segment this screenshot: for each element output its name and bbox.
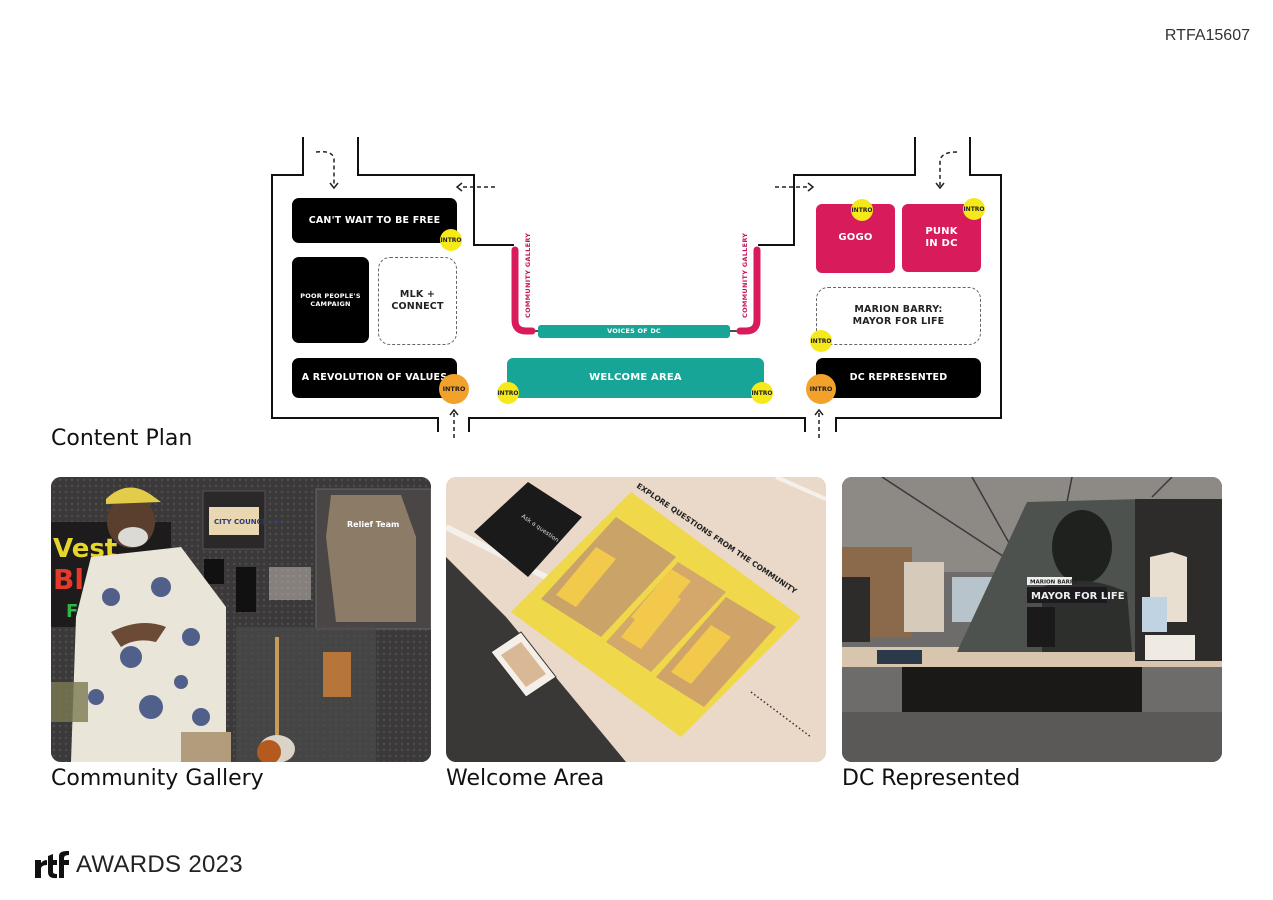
photo-dc-represented: MARION BARRY MAYOR FOR LIFE xyxy=(842,477,1222,762)
caption-dc-represented: DC Represented xyxy=(842,766,1021,791)
caption-welcome-area: Welcome Area xyxy=(446,766,605,791)
mayor-for-life-sign: MAYOR FOR LIFE xyxy=(1031,591,1125,602)
zone-cant-wait-to-be-free: CAN'T WAIT TO BE FREE xyxy=(292,198,457,243)
intro-badge-welcome-right: INTRO xyxy=(751,382,773,404)
floor-plan-walls xyxy=(271,137,1002,438)
wall-center-bottom xyxy=(468,417,806,432)
intro-badge-punk: INTRO xyxy=(963,198,985,220)
rtf-logo-icon xyxy=(35,851,69,879)
label-community-gallery-right: COMMUNITY GALLERY xyxy=(741,232,749,318)
welcome-area-image: Ask a question EXPLORE QUESTIONS FROM TH… xyxy=(446,477,826,762)
intro-badge-gogo: INTRO xyxy=(851,199,873,221)
wall-left xyxy=(271,137,439,432)
reference-code: RTFA15607 xyxy=(1164,27,1250,44)
wall-right-top xyxy=(758,137,916,246)
community-gallery-right-wall xyxy=(736,246,761,335)
wall-left-top xyxy=(357,137,514,246)
zone-poor-peoples-campaign: POOR PEOPLE'S CAMPAIGN xyxy=(292,257,369,343)
intro-badge-revolution: INTRO xyxy=(439,374,469,404)
flow-arrow-right-entry xyxy=(939,151,958,186)
intro-badge-dc-represented: INTRO xyxy=(806,374,836,404)
photo-welcome-area: Ask a question EXPLORE QUESTIONS FROM TH… xyxy=(446,477,826,762)
awards-label: AWARDS 2023 xyxy=(76,851,243,878)
zone-dc-represented: DC REPRESENTED xyxy=(816,358,981,398)
marion-barry-tag: MARION BARRY xyxy=(1030,580,1079,586)
plate-text: CITY COUNCIL 11 xyxy=(214,518,281,526)
zone-voices-of-dc: VOICES OF DC xyxy=(538,325,730,338)
content-plan-diagram: CAN'T WAIT TO BE FREE POOR PEOPLE'S CAMP… xyxy=(271,137,1002,438)
dc-represented-image: MARION BARRY MAYOR FOR LIFE xyxy=(842,477,1222,762)
intro-badge-cant-wait: INTRO xyxy=(440,229,462,251)
zone-welcome-area: WELCOME AREA xyxy=(507,358,764,398)
zone-marion-barry: MARION BARRY: MAYOR FOR LIFE xyxy=(816,287,981,345)
caption-community-gallery: Community Gallery xyxy=(51,766,264,791)
wall-right xyxy=(835,137,1002,432)
intro-badge-welcome-left: INTRO xyxy=(497,382,519,404)
content-plan-title: Content Plan xyxy=(51,426,193,451)
intro-badge-marion-barry: INTRO xyxy=(810,330,832,352)
flow-arrow-left-entry xyxy=(315,150,335,186)
photo-community-gallery: Vest Blac Fu CITY COUNCIL 11 Relief Team xyxy=(51,477,431,762)
community-gallery-left-wall xyxy=(511,246,536,335)
vest-text: Relief Team xyxy=(347,520,399,529)
rtf-awards-logo: AWARDS 2023 xyxy=(34,850,243,880)
zone-mlk-connect: MLK + CONNECT xyxy=(378,257,457,345)
zone-revolution-of-values: A REVOLUTION OF VALUES xyxy=(292,358,457,398)
community-gallery-image: Vest Blac Fu CITY COUNCIL 11 Relief Team xyxy=(51,477,431,762)
label-community-gallery-left: COMMUNITY GALLERY xyxy=(524,232,532,318)
